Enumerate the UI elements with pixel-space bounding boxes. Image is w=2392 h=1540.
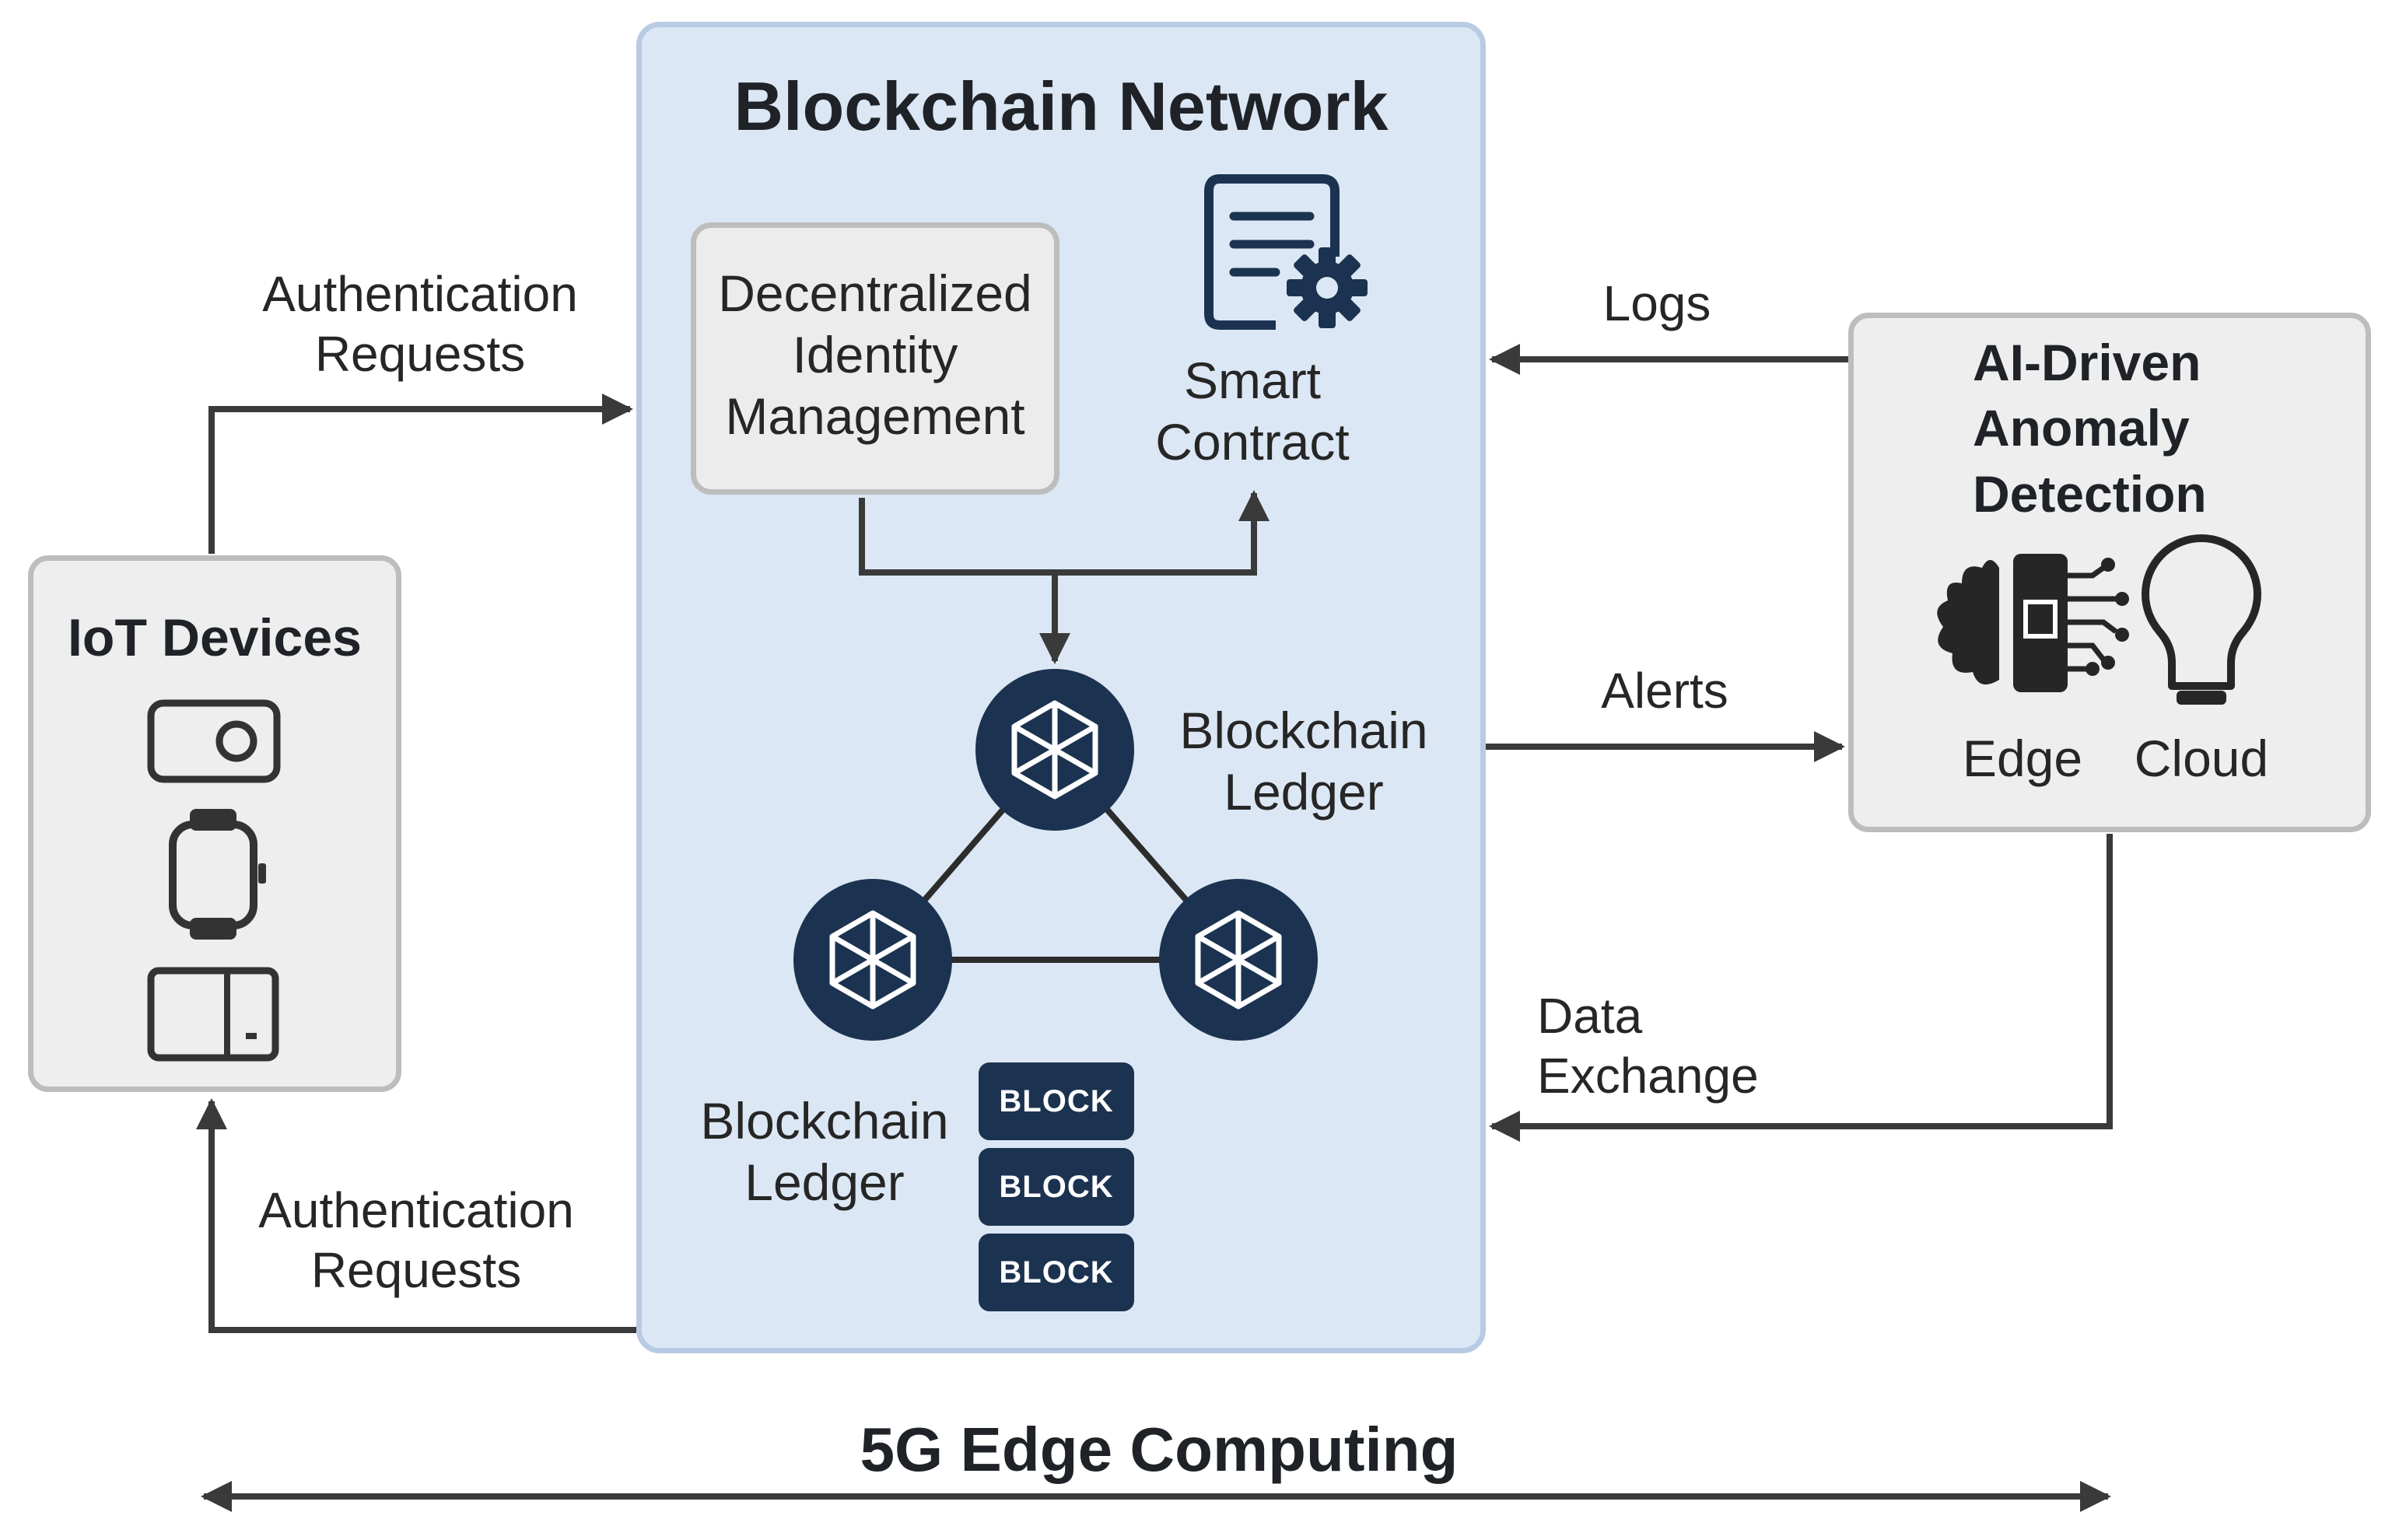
identity-management-box	[691, 222, 1059, 495]
lightbulb-icon	[2142, 534, 2261, 705]
ledger-node-right	[1159, 879, 1318, 1041]
ledger-block: BLOCK	[979, 1148, 1134, 1226]
ledger-block-stack: BLOCK BLOCK BLOCK	[979, 1062, 1134, 1319]
ledger-blocks-label: Blockchain Ledger	[700, 1092, 949, 1212]
cloud-label: Cloud	[2134, 730, 2269, 787]
ai-chip-icon	[1937, 554, 2129, 692]
ai-detection-panel	[1848, 313, 2371, 832]
ledger-block: BLOCK	[979, 1062, 1134, 1140]
auth-request-arrow-top	[208, 394, 633, 554]
ai-detection-title: AI-Driven Anomaly Detection	[1973, 334, 2207, 523]
smart-contract-label: Smart Contract	[1155, 352, 1350, 471]
camera-icon	[147, 699, 281, 783]
alerts-label: Alerts	[1601, 663, 1728, 719]
identity-to-contract-arrow	[859, 490, 1270, 576]
ledger-graph-label: Blockchain Ledger	[1179, 702, 1428, 821]
logs-label: Logs	[1602, 275, 1711, 331]
ledger-node-top	[975, 669, 1134, 831]
data-exchange-label: Data Exchange	[1537, 988, 1759, 1104]
tablet-icon	[147, 967, 279, 1062]
smartwatch-icon	[169, 809, 266, 940]
ledger-block: BLOCK	[979, 1234, 1134, 1311]
ledger-node-left	[793, 879, 952, 1041]
auth-request-arrow-bottom	[196, 1098, 636, 1333]
edge-computing-label: 5G Edge Computing	[860, 1415, 1459, 1484]
edge-label: Edge	[1962, 730, 2083, 787]
data-exchange-arrow	[1489, 834, 2113, 1142]
smart-contract-icon	[1204, 174, 1368, 330]
auth-request-top-label: Authentication Requests	[262, 266, 578, 382]
iot-devices-title: IoT Devices	[68, 608, 362, 667]
identity-management-label: Decentralized Identity Management	[718, 264, 1032, 446]
blockchain-network-title: Blockchain Network	[734, 68, 1389, 145]
auth-request-bottom-label: Authentication Requests	[258, 1182, 574, 1298]
